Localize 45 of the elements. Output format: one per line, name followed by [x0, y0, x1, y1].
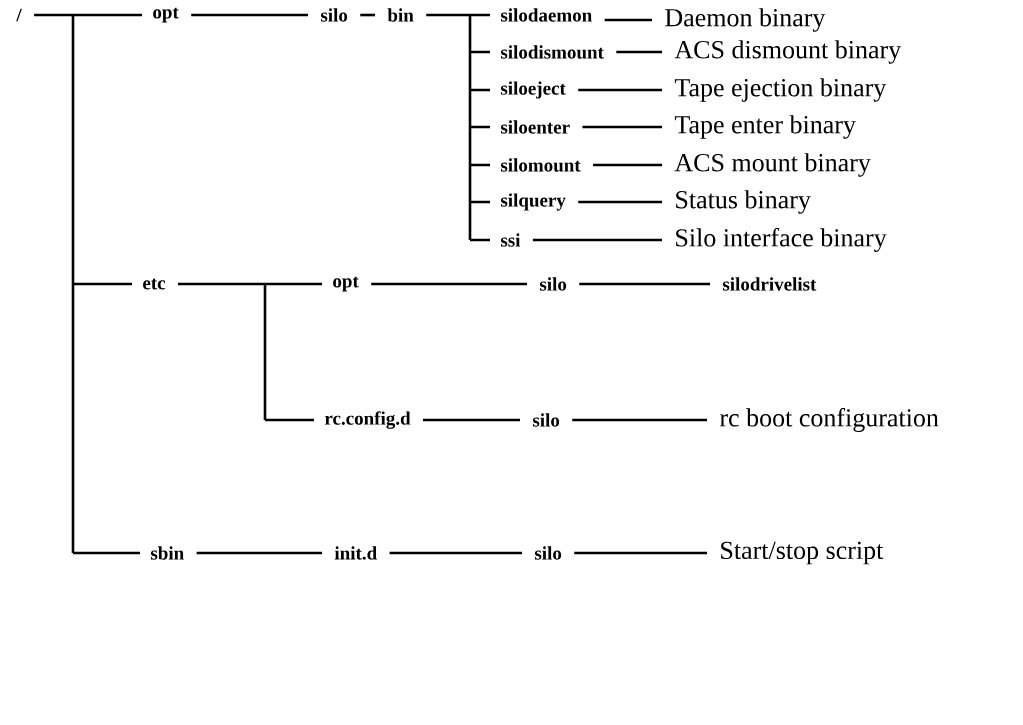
directory-name: silquery: [500, 193, 566, 211]
directory-name: bin: [387, 8, 414, 22]
directory-name: silodismount: [500, 45, 604, 59]
description-text: ACS mount binary: [674, 153, 871, 177]
directory-name: silo: [539, 277, 567, 291]
directory-name: silodrivelist: [722, 277, 817, 291]
connector-line: [574, 551, 707, 555]
description-text: Status binary: [676, 190, 811, 214]
directory-name: /: [16, 8, 22, 22]
connector-line: [616, 50, 662, 54]
connector-line: [191, 13, 308, 17]
description-text: Tape ejection binary: [674, 78, 887, 102]
connector-line: [532, 238, 662, 242]
description-text: rc boot configuration: [719, 408, 939, 432]
directory-name: sbin: [150, 546, 184, 560]
directory-name: etc: [143, 278, 166, 290]
directory-name: silo: [532, 413, 560, 427]
directory-name: siloenter: [500, 120, 570, 134]
connector-line: [578, 200, 662, 204]
directory-name: silodaemon: [500, 8, 592, 22]
directory-name: ssi: [500, 233, 521, 247]
connector-line: [578, 88, 662, 92]
directory-name: siloeject: [500, 81, 566, 99]
connector-line: [593, 163, 662, 167]
directory-name: opt: [153, 7, 179, 23]
description-text: Silo interface binary: [676, 228, 887, 252]
directory-name: silo: [534, 546, 562, 560]
connector-line: [371, 282, 527, 286]
directory-name: rc.config.d: [324, 411, 411, 429]
directory-name: silo: [320, 8, 348, 22]
description-text: Start/stop script: [721, 541, 884, 565]
connector-line: [579, 282, 710, 286]
connector-line: [360, 13, 375, 17]
directory-name: silomount: [500, 158, 581, 172]
description-text: Tape enter binary: [674, 115, 856, 139]
directory-name: init.d: [334, 546, 377, 560]
directory-name: opt: [333, 276, 359, 292]
connector-line: [423, 418, 520, 422]
description-text: ACS dismount binary: [674, 40, 902, 64]
description-text: Daemon binary: [665, 8, 826, 32]
connector-line: [582, 125, 662, 129]
connector-line: [604, 18, 652, 22]
connector-line: [389, 551, 522, 555]
connector-line: [572, 418, 707, 422]
connector-line: [196, 551, 322, 555]
